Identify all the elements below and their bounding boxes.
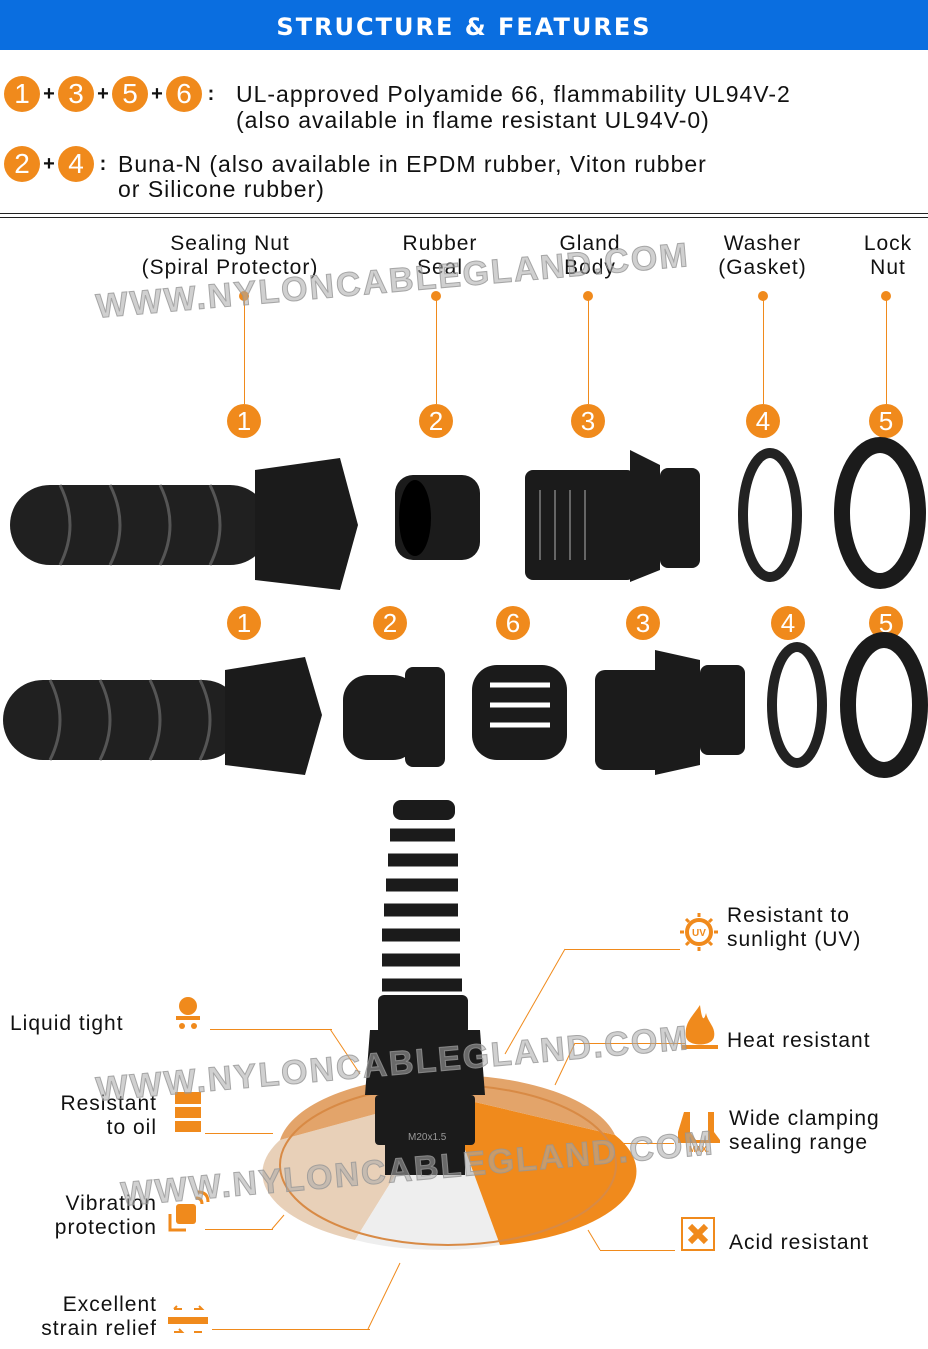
part-number: 3: [626, 606, 660, 640]
divider: [0, 213, 928, 214]
part-label-sealing-nut: Sealing Nut(Spiral Protector): [141, 232, 319, 279]
svg-text:UV: UV: [692, 928, 706, 939]
clamp-max-icon: MAX.: [678, 1112, 720, 1154]
part-number: 1: [227, 606, 261, 640]
assembled-gland-image: M20x1.5: [262, 800, 637, 1250]
number-badge: 3: [58, 76, 94, 112]
part-number: 2: [373, 606, 407, 640]
material-2-line2: or Silicone rubber): [118, 176, 325, 202]
material-row-1: 1+3+5+6:: [4, 76, 220, 112]
part-number: 2: [419, 404, 453, 438]
header-title: STRUCTURE & FEATURES: [0, 0, 928, 50]
part-number: 4: [771, 606, 805, 640]
parts-row-1-image: [10, 437, 926, 590]
liquid-drop-icon: [176, 997, 200, 1029]
number-badge: 6: [166, 76, 202, 112]
material-row-2: 2+4:: [4, 146, 112, 182]
product-marking: M20x1.5: [408, 1132, 447, 1143]
svg-text:MAX.: MAX.: [689, 1145, 709, 1154]
divider: [0, 217, 928, 218]
part-number: 3: [571, 404, 605, 438]
part-number: 4: [746, 404, 780, 438]
material-1-line2: (also available in flame resistant UL94V…: [236, 107, 710, 133]
part-number: 1: [227, 404, 261, 438]
parts-row-2-image: [3, 632, 928, 778]
number-badge: 1: [4, 76, 40, 112]
part-number: 6: [496, 606, 530, 640]
part-number: 5: [869, 404, 903, 438]
part-label-washer: Washer(Gasket): [718, 232, 807, 279]
strain-relief-icon: [168, 1305, 208, 1333]
material-2-line1: Buna-N (also available in EPDM rubber, V…: [118, 151, 707, 177]
feature-liquid-tight: Liquid tight: [10, 1012, 124, 1035]
number-badge: 2: [4, 146, 40, 182]
material-1-line1: UL-approved Polyamide 66, flammability U…: [236, 81, 791, 107]
flame-icon: [682, 1005, 718, 1049]
oil-barrel-icon: [173, 1092, 203, 1132]
uv-sun-icon: UV: [680, 913, 718, 951]
feature-acid: Acid resistant: [729, 1231, 870, 1254]
vibration-icon: [168, 1190, 210, 1232]
number-badge: 5: [112, 76, 148, 112]
number-badge: 4: [58, 146, 94, 182]
feature-heat: Heat resistant: [727, 1029, 871, 1052]
acid-x-icon: [681, 1217, 715, 1251]
